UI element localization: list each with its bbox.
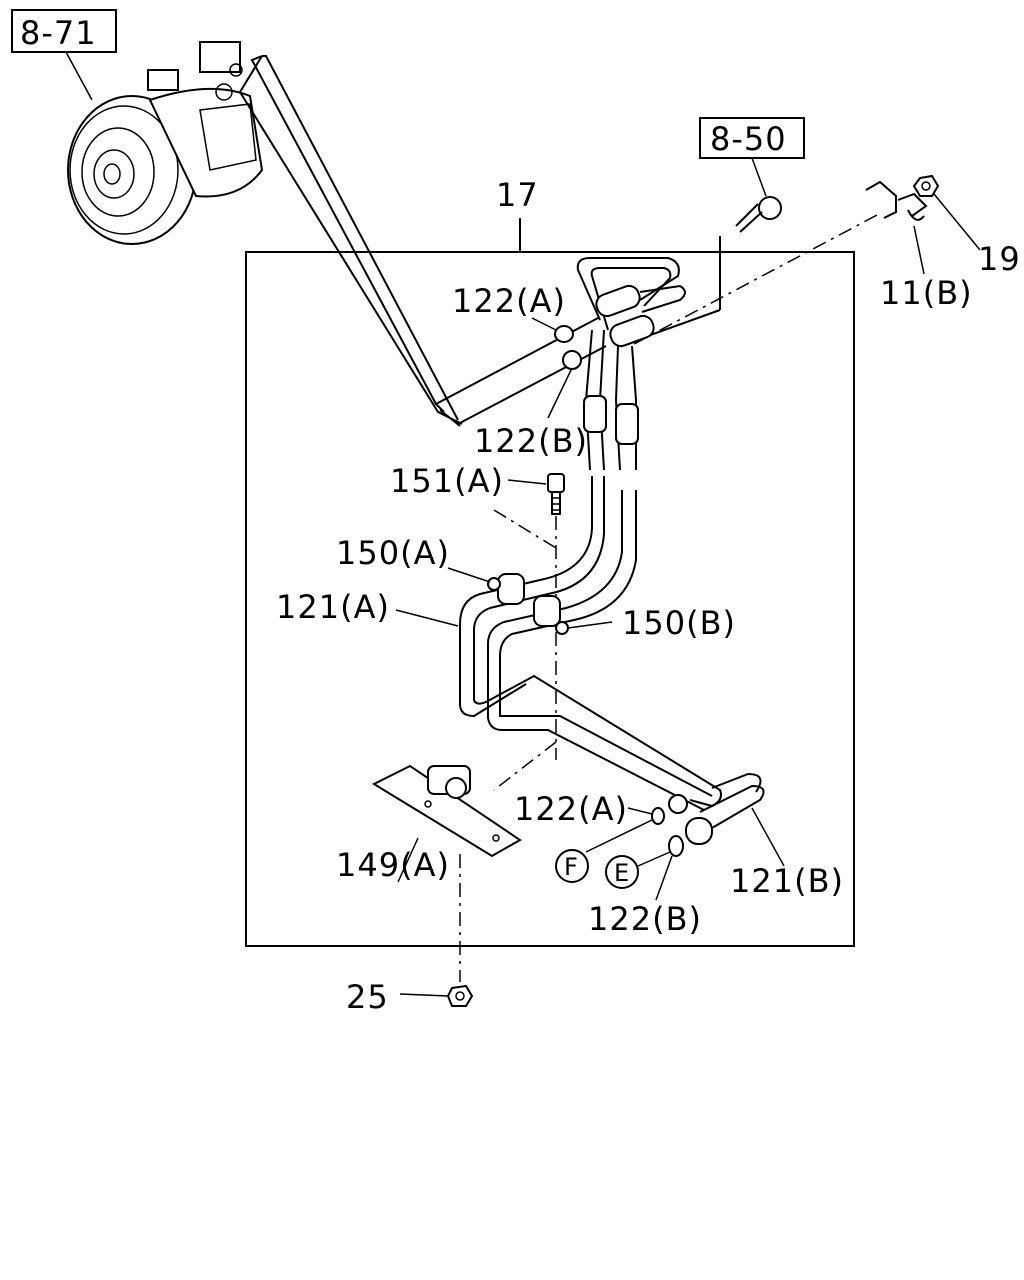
pipe-121b	[668, 772, 765, 845]
leader-122a-bottom	[627, 807, 653, 815]
svg-text:F: F	[564, 853, 578, 881]
label-oring-122a-top[interactable]: 122(A)	[452, 282, 566, 320]
upper-pipe-assembly	[576, 257, 686, 471]
label-bolt-151a[interactable]: 151(A)	[390, 462, 504, 500]
clip-11b-icon	[865, 180, 928, 221]
leader-150a	[447, 567, 491, 583]
compressor-ref-leader	[65, 51, 93, 101]
nut-19-icon	[912, 174, 940, 197]
leader-11b	[913, 225, 925, 275]
leader-151a	[507, 479, 547, 485]
bolt-ref-leader	[751, 157, 767, 197]
leader-122a-top	[531, 317, 557, 331]
svg-text:E: E	[614, 859, 629, 887]
compressor-ref-box[interactable]: 8-71	[11, 9, 117, 53]
assembly-number-label: 17	[496, 176, 539, 214]
label-oring-122b-top[interactable]: 122(B)	[474, 422, 588, 460]
label-clip-150a[interactable]: 150(A)	[336, 534, 450, 572]
compressor-icon	[67, 41, 264, 245]
leader-e	[637, 851, 671, 867]
label-oring-122a-bottom[interactable]: 122(A)	[514, 790, 628, 828]
leader-122b-top	[547, 367, 573, 419]
leader-149a	[397, 837, 419, 883]
label-oring-122b-bottom[interactable]: 122(B)	[588, 900, 702, 938]
label-nut-19[interactable]: 19	[978, 240, 1021, 278]
label-pipe-121b[interactable]: 121(B)	[730, 862, 844, 900]
bolt-ref-box[interactable]: 8-50	[699, 117, 805, 159]
leader-121a	[395, 609, 459, 627]
label-clip-11b[interactable]: 11(B)	[880, 274, 973, 312]
marker-e[interactable]: E	[605, 855, 639, 889]
label-clip-150b[interactable]: 150(B)	[622, 604, 736, 642]
assembly-frame	[245, 251, 855, 947]
marker-f[interactable]: F	[555, 849, 589, 883]
leader-121b	[751, 807, 785, 867]
align-line-bracket	[493, 741, 557, 791]
leader-f	[585, 819, 653, 853]
label-bracket-149a[interactable]: 149(A)	[336, 846, 450, 884]
align-line-clip	[493, 509, 557, 549]
svg-text:8-50: 8-50	[710, 120, 787, 158]
svg-text:8-71: 8-71	[20, 14, 97, 52]
oring-122b-top-icon	[562, 350, 582, 370]
bolt-8-50-icon	[735, 196, 782, 233]
pipe-121a	[459, 476, 722, 811]
bolt-151a-icon	[547, 473, 565, 515]
oring-122a-bottom-icon	[651, 807, 665, 825]
label-nut-25[interactable]: 25	[346, 978, 389, 1016]
clip-150a-icon	[487, 577, 501, 591]
leader-150b	[567, 621, 613, 629]
leader-122b-bottom	[655, 855, 673, 901]
clip-150b-icon	[555, 621, 569, 635]
oring-122b-bottom-icon	[668, 835, 684, 857]
leader-25	[399, 993, 449, 997]
leader-19	[933, 193, 981, 251]
bracket-149a-icon	[371, 764, 522, 858]
compressor-hose	[238, 55, 721, 427]
label-pipe-121a[interactable]: 121(A)	[276, 588, 390, 626]
align-line-top	[633, 205, 895, 345]
oring-122a-top-icon	[554, 325, 574, 343]
nut-25-icon	[446, 984, 474, 1007]
